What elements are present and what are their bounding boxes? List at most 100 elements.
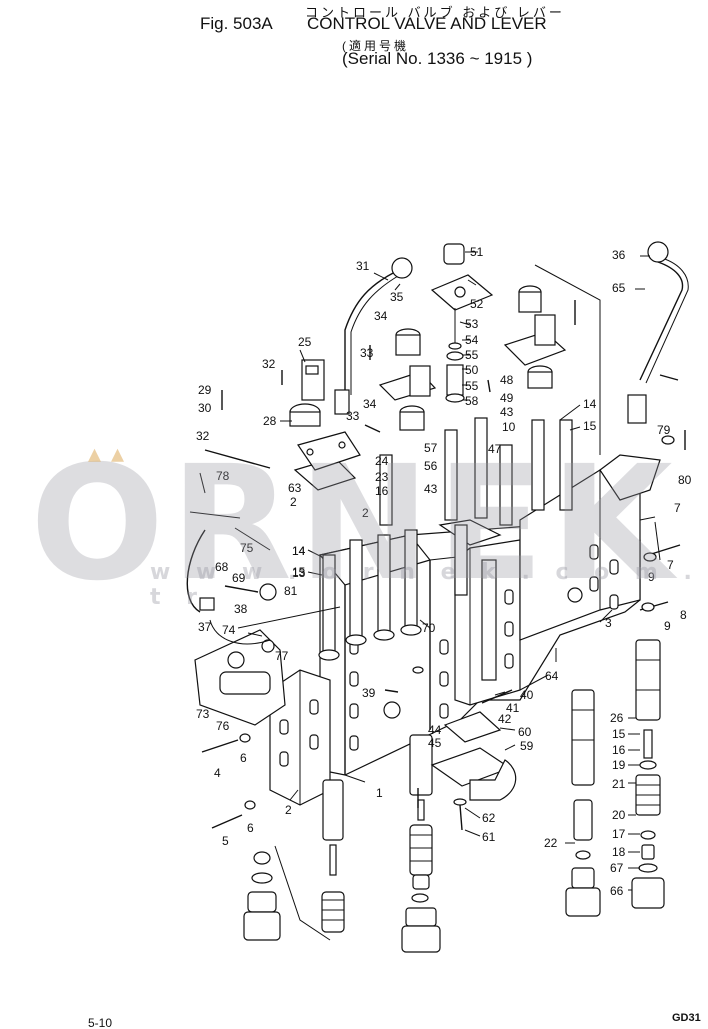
callout-15: 15 — [583, 419, 597, 433]
leader-lines — [247, 251, 661, 891]
callout-28: 28 — [263, 414, 277, 428]
callout-64: 64 — [545, 669, 559, 683]
callout-7: 7 — [674, 501, 681, 515]
callout-14c: 14 — [292, 544, 306, 558]
callout-38: 38 — [234, 602, 248, 616]
callout-34b: 34 — [363, 397, 377, 411]
callout-44: 44 — [428, 723, 442, 737]
callout-60: 60 — [518, 725, 532, 739]
callout-57: 57 — [424, 441, 438, 455]
callout-9: 9 — [648, 570, 655, 584]
model-code: GD31 — [672, 1012, 701, 1024]
callout-16: 16 — [375, 484, 389, 498]
callout-14: 14 — [583, 397, 597, 411]
callout-33b: 33 — [346, 409, 360, 423]
callout-13b: 13 — [292, 566, 306, 580]
callout-34: 34 — [374, 309, 388, 323]
callout-43: 43 — [500, 405, 514, 419]
callout-59: 59 — [520, 739, 534, 753]
callout-3: 3 — [605, 616, 612, 630]
callout-56: 56 — [424, 459, 438, 473]
callout-65: 65 — [612, 281, 626, 295]
callout-70: 70 — [422, 621, 436, 635]
callout-68: 68 — [215, 560, 229, 574]
callout-77: 77 — [275, 649, 289, 663]
callout-23: 23 — [375, 470, 389, 484]
callout-53: 53 — [465, 317, 479, 331]
callout-31: 31 — [356, 259, 370, 273]
callout-32b: 32 — [196, 429, 210, 443]
watermark-logo-text: ORNEK — [30, 432, 679, 616]
callout-36: 36 — [612, 248, 626, 262]
callout-32: 32 — [262, 357, 276, 371]
callout-69: 69 — [232, 571, 246, 585]
figure-number: Fig. 503A — [200, 14, 273, 33]
spool-stacks — [318, 417, 573, 661]
callout-2: 2 — [290, 495, 297, 509]
callout-61: 61 — [482, 830, 496, 844]
lever-assemblies — [186, 241, 689, 645]
callout-54: 54 — [465, 333, 479, 347]
part-callouts: 51 52 53 54 55 50 55 58 48 49 43 36 65 3… — [196, 245, 692, 898]
callout-78: 78 — [216, 469, 230, 483]
callout-50: 50 — [465, 363, 479, 377]
callout-81: 81 — [284, 584, 298, 598]
callout-35: 35 — [390, 290, 404, 304]
callout-18: 18 — [612, 845, 626, 859]
callout-7b: 7 — [667, 558, 674, 572]
callout-79: 79 — [657, 423, 671, 437]
callout-29: 29 — [198, 383, 212, 397]
callout-43b: 43 — [424, 482, 438, 496]
callout-76: 76 — [216, 719, 230, 733]
callout-49: 49 — [500, 391, 514, 405]
callout-26: 26 — [610, 711, 624, 725]
title-japanese: コントロール バルブ および レバー — [305, 5, 565, 20]
callout-15b: 15 — [612, 727, 626, 741]
callout-58: 58 — [465, 394, 479, 408]
callout-42: 42 — [498, 712, 512, 726]
callout-17: 17 — [612, 827, 626, 841]
callout-48: 48 — [500, 373, 514, 387]
callout-9b: 9 — [664, 619, 671, 633]
callout-41: 41 — [506, 701, 520, 715]
applicable-serial-japanese: (適用号機 — [342, 39, 409, 53]
callout-47: 47 — [488, 442, 502, 456]
callout-14b: 14 — [292, 544, 306, 558]
callout-16b: 16 — [612, 743, 626, 757]
callout-55b: 55 — [465, 379, 479, 393]
callout-2c: 2 — [285, 803, 292, 817]
callout-24: 24 — [375, 454, 389, 468]
lower-spools — [201, 544, 681, 953]
callout-37: 37 — [198, 620, 212, 634]
figure-title: CONTROL VALVE AND LEVER — [307, 14, 547, 33]
callout-1: 1 — [376, 786, 383, 800]
callout-21: 21 — [612, 777, 626, 791]
callout-45: 45 — [428, 736, 442, 750]
callout-10: 10 — [502, 420, 516, 434]
callout-13: 15 — [292, 565, 306, 579]
watermark-url: w w w . o r n e k . c o m . t r — [150, 560, 701, 610]
callout-2b: 2 — [362, 506, 369, 520]
callout-74: 74 — [222, 623, 236, 637]
callout-33: 33 — [360, 346, 374, 360]
callout-66: 66 — [610, 884, 624, 898]
callout-52: 52 — [470, 297, 484, 311]
callout-39: 39 — [362, 686, 376, 700]
callout-62: 62 — [482, 811, 496, 825]
callout-63: 63 — [288, 481, 302, 495]
callout-40: 40 — [520, 688, 534, 702]
callout-73: 73 — [196, 707, 210, 721]
callout-80: 80 — [678, 473, 692, 487]
valve-body — [194, 454, 661, 806]
callout-55: 55 — [465, 348, 479, 362]
callout-6b: 6 — [247, 821, 254, 835]
callout-67: 67 — [610, 861, 624, 875]
callout-4: 4 — [214, 766, 221, 780]
callout-20: 20 — [612, 808, 626, 822]
watermark-accent-marks: ▴▴ — [88, 438, 135, 468]
callout-22: 22 — [544, 836, 558, 850]
callout-51: 51 — [470, 245, 484, 259]
serial-range: (Serial No. 1336 ~ 1915 ) — [342, 49, 533, 68]
